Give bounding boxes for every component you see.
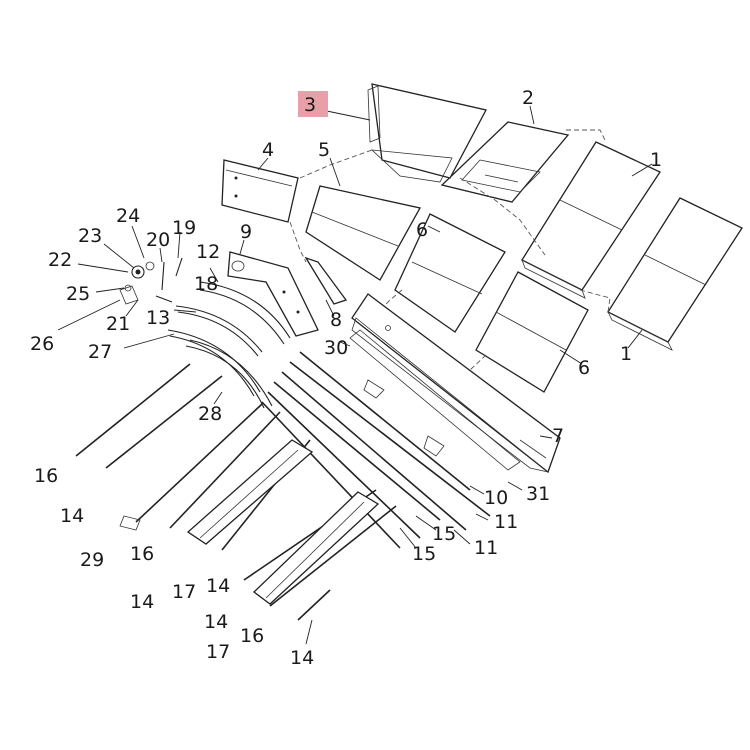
label-part-3: 3 [304,94,316,116]
label-part-14-c: 14 [206,575,230,597]
label-part-23: 23 [78,225,102,247]
label-part-20: 20 [146,229,170,251]
label-part-14-e: 14 [290,647,314,669]
label-part-17-lower: 17 [206,641,230,663]
part-3-panel [367,83,487,183]
label-part-15-upper: 15 [432,523,456,545]
long-bars [261,329,521,549]
label-part-16-b: 16 [130,543,154,565]
label-part-28: 28 [198,403,222,425]
label-part-27: 27 [88,341,112,363]
part-27-arc [167,329,261,397]
part-13-strip [175,305,263,357]
label-part-30: 30 [324,337,348,359]
part-8-bracket [304,256,348,305]
part-1-panel-lower [607,197,743,351]
label-part-22: 22 [48,249,72,271]
label-part-14-d: 14 [204,611,228,633]
label-part-31: 31 [526,483,550,505]
label-part-11-lower: 11 [474,537,498,559]
part-labels: 3 2 1 1 4 5 6 6 7 8 9 10 11 11 12 13 14 … [30,87,662,669]
label-part-17-upper: 17 [172,581,196,603]
label-part-2: 2 [522,87,534,109]
label-part-16-a: 16 [34,465,58,487]
small-hardware [119,257,183,305]
label-part-13: 13 [146,307,170,329]
label-part-5: 5 [318,139,330,161]
label-part-14-b: 14 [130,591,154,613]
label-part-15-lower: 15 [412,543,436,565]
label-part-1-lower: 1 [620,343,632,365]
label-part-21: 21 [106,313,130,335]
label-part-25: 25 [66,283,90,305]
part-2-panel [440,121,570,203]
label-part-18: 18 [194,273,218,295]
label-part-7: 7 [552,425,564,447]
part-1-panel-upper [521,141,661,299]
label-part-6-lower: 6 [578,357,590,379]
part-6-panel-upper [394,213,506,333]
part-17-channel-lower [252,491,380,605]
label-part-12: 12 [196,241,220,263]
part-6-panel-lower [475,271,589,393]
label-part-1-upper: 1 [650,149,662,171]
left-rods [75,363,397,621]
part-28-arc [185,339,273,409]
part-9-bracket [227,251,319,337]
label-part-9: 9 [240,221,252,243]
label-part-6-upper: 6 [416,219,428,241]
leader-lines [57,105,653,645]
highlight-box-part-3 [298,91,328,117]
part-17-channel-upper [186,439,314,545]
label-part-4: 4 [262,139,274,161]
part-4-plate [221,159,299,223]
label-part-8: 8 [330,309,342,331]
part-12-strip [199,281,291,345]
label-part-16-c: 16 [240,625,264,647]
label-part-26: 26 [30,333,54,355]
label-part-14-a: 14 [60,505,84,527]
part-5-panel [305,185,421,281]
label-part-10: 10 [484,487,508,509]
part-7-channel [351,293,561,474]
label-part-29: 29 [80,549,104,571]
label-part-24: 24 [116,205,140,227]
label-part-11-upper: 11 [494,511,518,533]
label-part-19: 19 [172,217,196,239]
